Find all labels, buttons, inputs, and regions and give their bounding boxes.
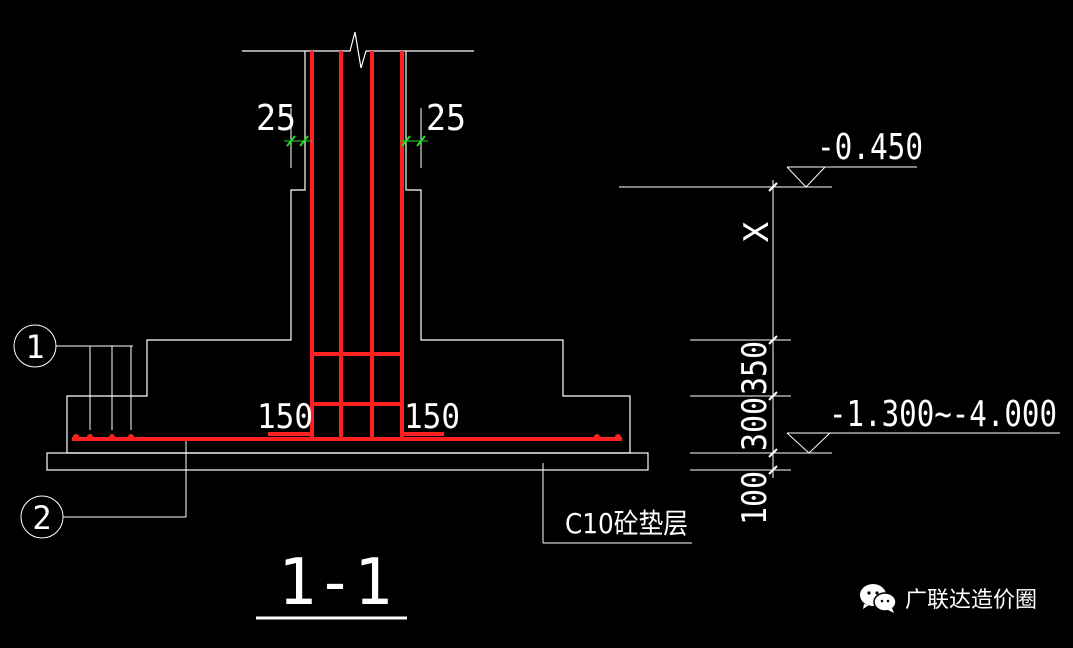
cover-dimension-right <box>400 108 428 168</box>
elevation-top-label: -0.450 <box>817 127 923 168</box>
concrete-pad <box>46 452 649 471</box>
cover-dimension-left <box>284 108 312 168</box>
section-title: 1-1 <box>278 546 392 620</box>
dimension-ticks <box>768 182 778 475</box>
dim-x-label: X <box>737 221 777 242</box>
dim-100-label: 100 <box>735 471 775 525</box>
pad-leader <box>542 463 692 544</box>
dim-350-label: 350 <box>735 341 775 395</box>
rebar-dot <box>87 434 93 440</box>
dim-left-150: 150 <box>257 397 313 437</box>
break-line <box>242 31 474 69</box>
callout-1-leaders <box>13 324 133 430</box>
callout-2-number: 2 <box>32 499 51 537</box>
dim-right-cover: 25 <box>426 98 466 139</box>
callout-1-number: 1 <box>25 328 44 366</box>
column-outline <box>66 51 631 454</box>
concrete-outline <box>46 31 649 471</box>
rebar-dot <box>594 434 600 440</box>
rebar <box>72 51 622 441</box>
dim-left-cover: 25 <box>256 98 296 139</box>
dim-right-150: 150 <box>404 397 460 437</box>
callout-2-leaders <box>20 441 187 539</box>
rebar-dot <box>128 434 134 440</box>
wechat-icon <box>859 584 897 613</box>
rebar-dot <box>109 434 115 440</box>
dim-300-label: 300 <box>735 397 775 451</box>
watermark: 广联达造价圈 <box>859 582 1037 614</box>
watermark-text: 广联达造价圈 <box>904 588 1037 613</box>
rebar-dot <box>73 434 79 440</box>
rebar-dots <box>73 434 621 440</box>
rebar-dot <box>615 434 621 440</box>
elevation-bottom-label: -1.300~-4.000 <box>829 394 1057 435</box>
pad-layer-label: C10砼垫层 <box>565 507 688 540</box>
